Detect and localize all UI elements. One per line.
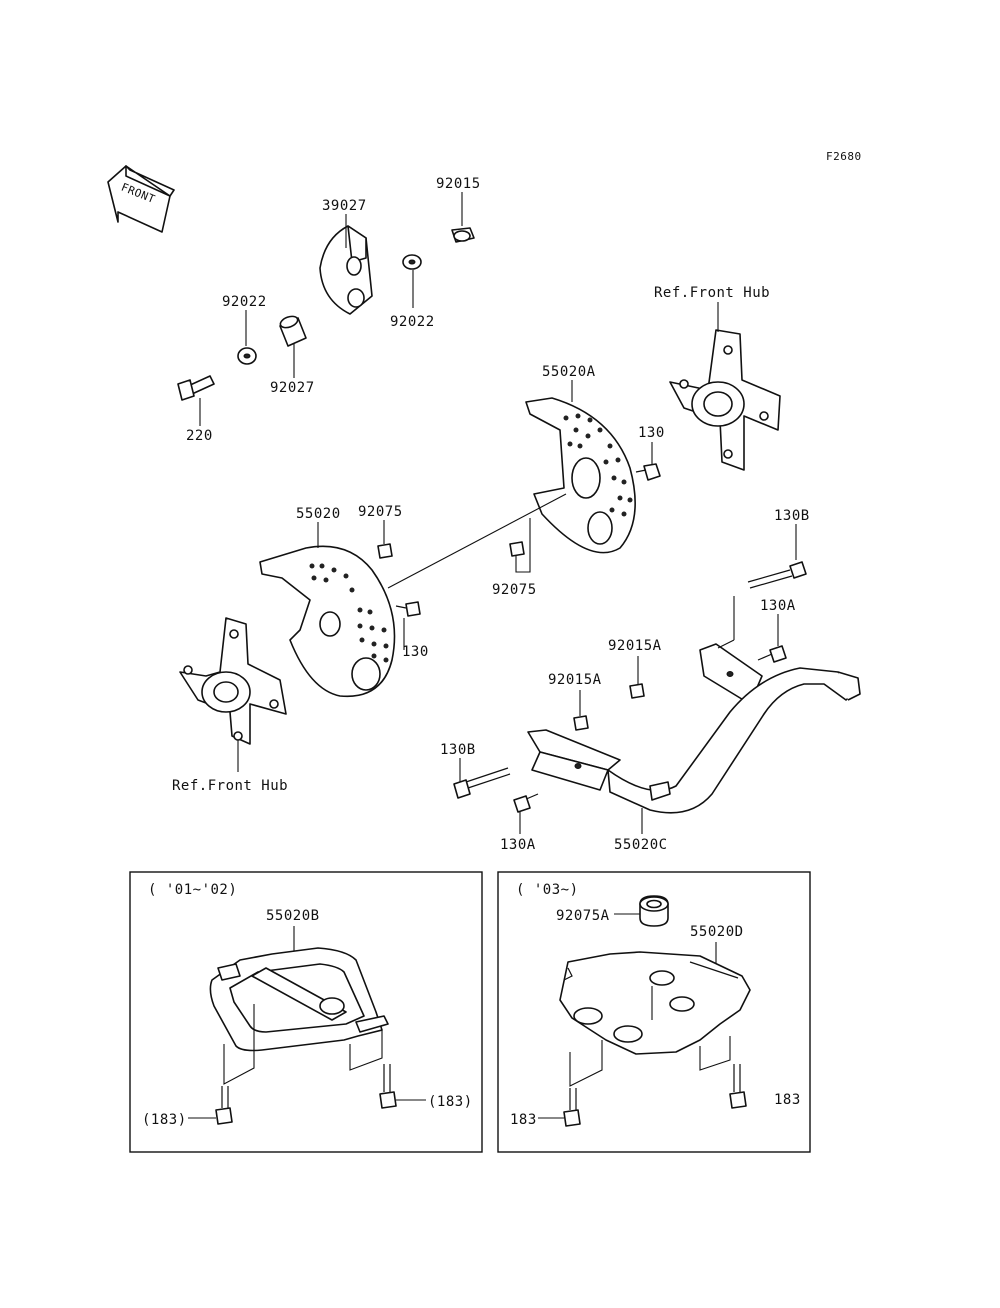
front-hub-bottom — [179, 617, 287, 745]
label-55020D: 55020D — [690, 924, 744, 940]
label-130-top: 130 — [638, 425, 665, 441]
label-92075-mid: 92075 — [492, 582, 537, 598]
inset-left-years: ( '01~'02) — [148, 882, 237, 898]
part-92015-nut — [451, 227, 475, 243]
part-183-bolt-left-inset2 — [563, 1088, 581, 1127]
part-183-bolt-right-inset — [379, 1064, 397, 1109]
label-55020A: 55020A — [542, 364, 596, 380]
label-55020B: 55020B — [266, 908, 320, 924]
label-55020C: 55020C — [614, 837, 668, 853]
part-92022-washer-right — [402, 254, 422, 270]
part-130B-bolt-left — [453, 767, 511, 799]
label-92015A-top: 92015A — [608, 638, 662, 654]
part-183-bolt-left-inset — [215, 1086, 233, 1125]
label-ref-front-hub-bottom: Ref.Front Hub — [172, 778, 288, 794]
part-55020C-guard-bar — [527, 596, 861, 814]
label-130A-left: 130A — [500, 837, 536, 853]
inset-left-bolt-left: (183) — [142, 1112, 187, 1128]
part-92015A-nut-mid — [573, 715, 589, 731]
part-183-bolt-right-inset2 — [729, 1064, 747, 1109]
inset-box-right — [497, 871, 811, 1153]
label-55020: 55020 — [296, 506, 341, 522]
part-220-bolt — [177, 375, 215, 401]
label-130A-right: 130A — [760, 598, 796, 614]
label-92015A-mid: 92015A — [548, 672, 602, 688]
inset-right-years: ( '03~) — [516, 882, 579, 898]
inset-right-bolt-left: 183 — [510, 1112, 537, 1128]
part-92075A-cap — [639, 895, 669, 927]
inset-left-bolt-right: (183) — [428, 1094, 473, 1110]
label-92027: 92027 — [270, 380, 315, 396]
inset-right-bolt-right: 183 — [774, 1092, 801, 1108]
label-92075-left: 92075 — [358, 504, 403, 520]
part-130B-bolt-right — [747, 561, 807, 589]
part-92075-nut-left — [377, 543, 393, 559]
label-130B-right: 130B — [774, 508, 810, 524]
front-arrow-icon: FRONT — [107, 165, 175, 233]
part-130-bolt-top — [635, 463, 661, 481]
label-130B-left: 130B — [440, 742, 476, 758]
part-55020D-plate — [559, 951, 751, 1055]
figure-code: F2680 — [826, 150, 862, 163]
part-92015A-nut-top — [629, 683, 645, 699]
part-92075-nut-mid — [509, 541, 525, 557]
part-55020B-guard — [209, 947, 389, 1052]
part-130-bolt-left — [395, 601, 421, 617]
label-92022-left: 92022 — [222, 294, 267, 310]
part-55020-guard — [259, 545, 396, 698]
part-92027-collar — [279, 315, 307, 347]
part-39027-block — [319, 225, 373, 315]
label-220: 220 — [186, 428, 213, 444]
front-hub-top — [669, 329, 781, 471]
part-130A-bolt-right — [757, 645, 787, 663]
label-92022-right: 92022 — [390, 314, 435, 330]
label-92075A: 92075A — [556, 908, 610, 924]
part-92022-washer-left — [237, 347, 257, 365]
part-130A-bolt-left — [513, 793, 539, 813]
label-92015: 92015 — [436, 176, 481, 192]
part-55020A-guard — [525, 397, 636, 554]
inset-box-left — [129, 871, 483, 1153]
label-130-left: 130 — [402, 644, 429, 660]
label-ref-front-hub-top: Ref.Front Hub — [654, 285, 770, 301]
label-39027: 39027 — [322, 198, 367, 214]
